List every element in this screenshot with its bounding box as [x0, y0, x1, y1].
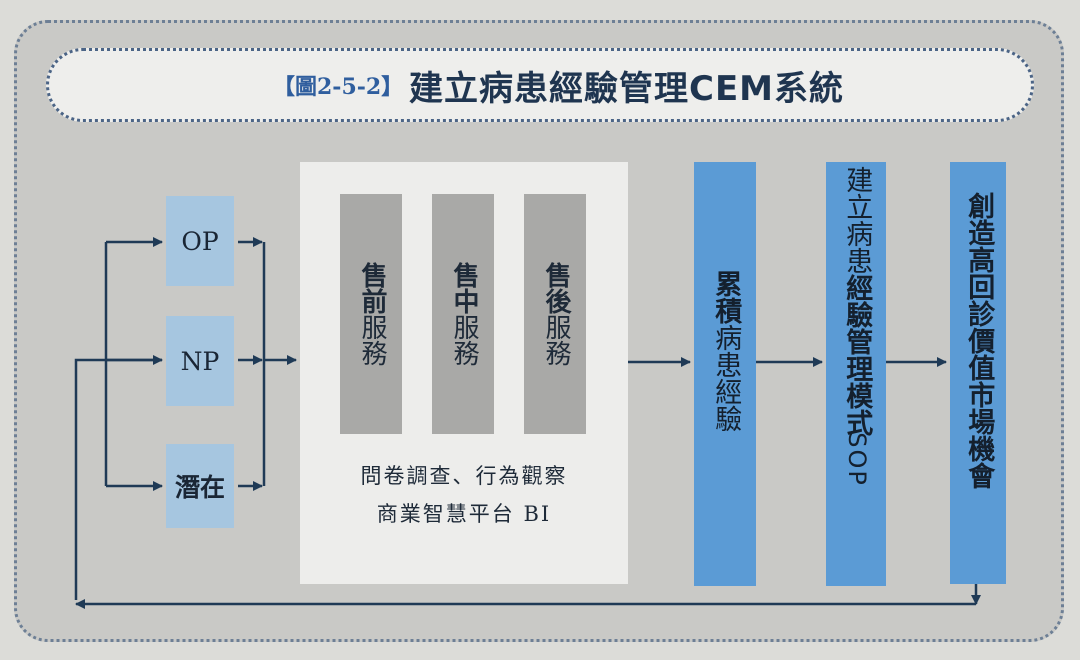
model-strong: 經驗管理模式: [841, 274, 873, 436]
caption-line2: 商業智慧平台 BI: [376, 502, 552, 526]
post-service-strong: 售後: [540, 262, 571, 314]
model-light: 建立病患: [841, 166, 873, 274]
pre-service-strong: 售前: [356, 262, 387, 314]
service-panel: 售前 服務 售中 服務 售後 服務 問卷調查、行為觀察 商業智慧平台 BI: [300, 162, 628, 584]
input-potential-label: 潛在: [174, 473, 225, 502]
input-np-label: NP: [180, 346, 220, 376]
input-potential: 潛在: [166, 444, 234, 528]
model-bar: 建立病患 經驗管理模式 SOP: [826, 162, 886, 586]
input-np: NP: [166, 316, 234, 406]
accumulate-bar: 累積 病患經驗: [694, 162, 756, 586]
pre-service-bar: 售前 服務: [340, 194, 402, 434]
diagram-title: 建立病患經驗管理CEM系統: [409, 69, 845, 109]
post-service-bar: 售後 服務: [524, 194, 586, 434]
figure-label: 【圖2-5-2】: [273, 74, 404, 100]
accumulate-light: 病患經驗: [710, 324, 742, 432]
caption-line1: 問卷調查、行為觀察: [360, 464, 568, 488]
mid-service-light: 服務: [448, 314, 479, 366]
mid-service-strong: 售中: [448, 262, 479, 314]
value-bar: 創造高回診價值市場機會: [950, 162, 1006, 584]
header-banner: 【圖2-5-2】 建立病患經驗管理CEM系統: [46, 48, 1034, 122]
input-op-label: OP: [181, 226, 219, 256]
input-op: OP: [166, 196, 234, 286]
accumulate-strong: 累積: [710, 270, 742, 324]
post-service-light: 服務: [540, 314, 571, 366]
pre-service-light: 服務: [356, 314, 387, 366]
arrow-group: [74, 237, 981, 609]
value-strong: 創造高回診價值市場機會: [963, 192, 995, 489]
mid-service-bar: 售中 服務: [432, 194, 494, 434]
feedback-left-up: [74, 358, 162, 600]
